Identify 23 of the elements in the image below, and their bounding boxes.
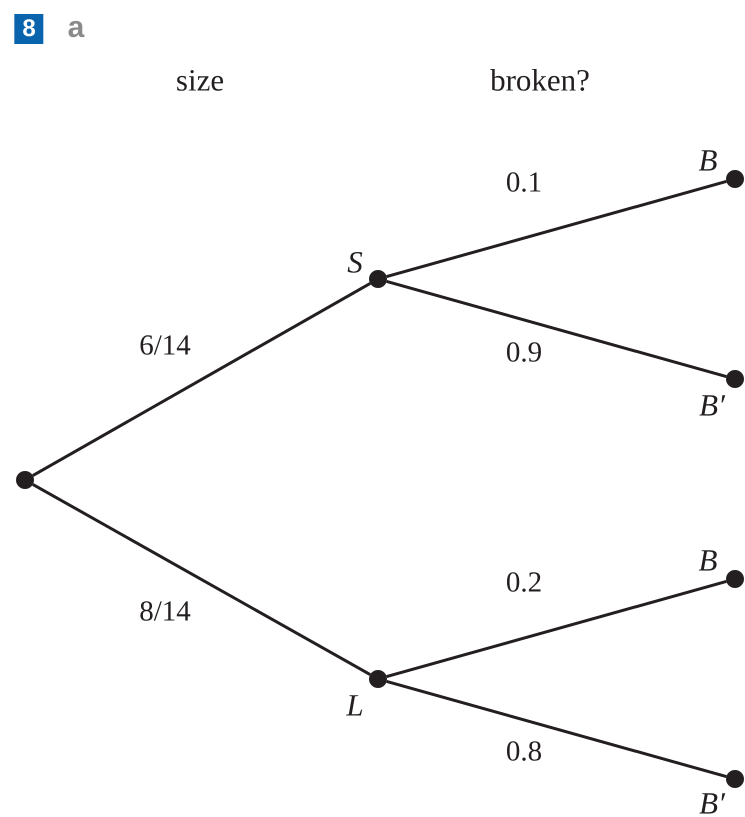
dot (369, 670, 387, 688)
dot (369, 270, 387, 288)
outcome-label: B (698, 544, 718, 576)
dot (726, 370, 744, 388)
dot (726, 170, 744, 188)
branch-line (32, 282, 371, 477)
outcome-label: B′ (699, 390, 725, 420)
outcome-label: B′ (699, 788, 725, 817)
column-heading: size (176, 64, 224, 96)
part-letter: a (68, 13, 84, 43)
branch-line (386, 580, 727, 678)
outcome-label: L (346, 690, 364, 720)
outcome-label: B (698, 144, 718, 176)
branch-line (32, 483, 371, 676)
dot (726, 770, 744, 788)
question-number: 8 (14, 14, 44, 44)
dot (726, 570, 744, 588)
branch-line (386, 280, 727, 378)
outcome-label: S (347, 246, 363, 278)
branch-line (386, 180, 727, 278)
branch-line (386, 680, 727, 778)
column-heading: broken? (490, 64, 590, 96)
dot (16, 471, 34, 489)
